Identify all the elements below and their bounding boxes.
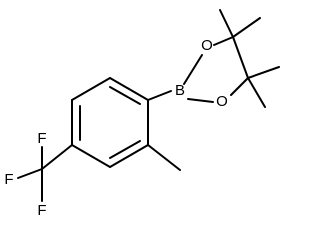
cf3-fluorine-left-bond (17, 168, 43, 179)
ring-bond-4 (71, 144, 111, 168)
ring-cf3-bond (41, 144, 73, 170)
carbon-oxygen-bottom-bond (230, 77, 249, 96)
aromatic-double-bond-1 (109, 86, 141, 105)
methyl-bottom-right-2-bond (247, 77, 266, 108)
carbon-carbon-ring-bond (232, 36, 249, 79)
ring-boron-bond (147, 90, 172, 101)
fluorine-top-atom-label: F (37, 130, 46, 147)
oxygen-top-carbon-bond (213, 36, 234, 46)
methyl-bond (147, 144, 181, 171)
methyl-bottom-right-1-bond (247, 66, 280, 79)
boron-oxygen-top-bond (183, 54, 203, 85)
ring-bond-6 (71, 77, 111, 101)
oxygen-top-atom-label: O (201, 37, 213, 54)
aromatic-double-bond-2 (109, 140, 141, 159)
oxygen-bottom-atom-label: O (216, 93, 228, 110)
ring-bond-1 (109, 77, 149, 101)
methyl-top-left-bond (219, 9, 234, 38)
oxygen-bottom-boron-bond (187, 98, 214, 103)
fluorine-left-atom-label: F (4, 171, 13, 188)
methyl-top-right-bond (232, 17, 261, 38)
molecule-structure: B O O F F F (4, 9, 280, 219)
boron-atom-label: B (175, 82, 185, 99)
molecule-diagram-canvas: B O O F F F (4, 9, 280, 219)
fluorine-bottom-atom-label: F (37, 202, 46, 219)
ring-bond-3 (109, 144, 149, 168)
